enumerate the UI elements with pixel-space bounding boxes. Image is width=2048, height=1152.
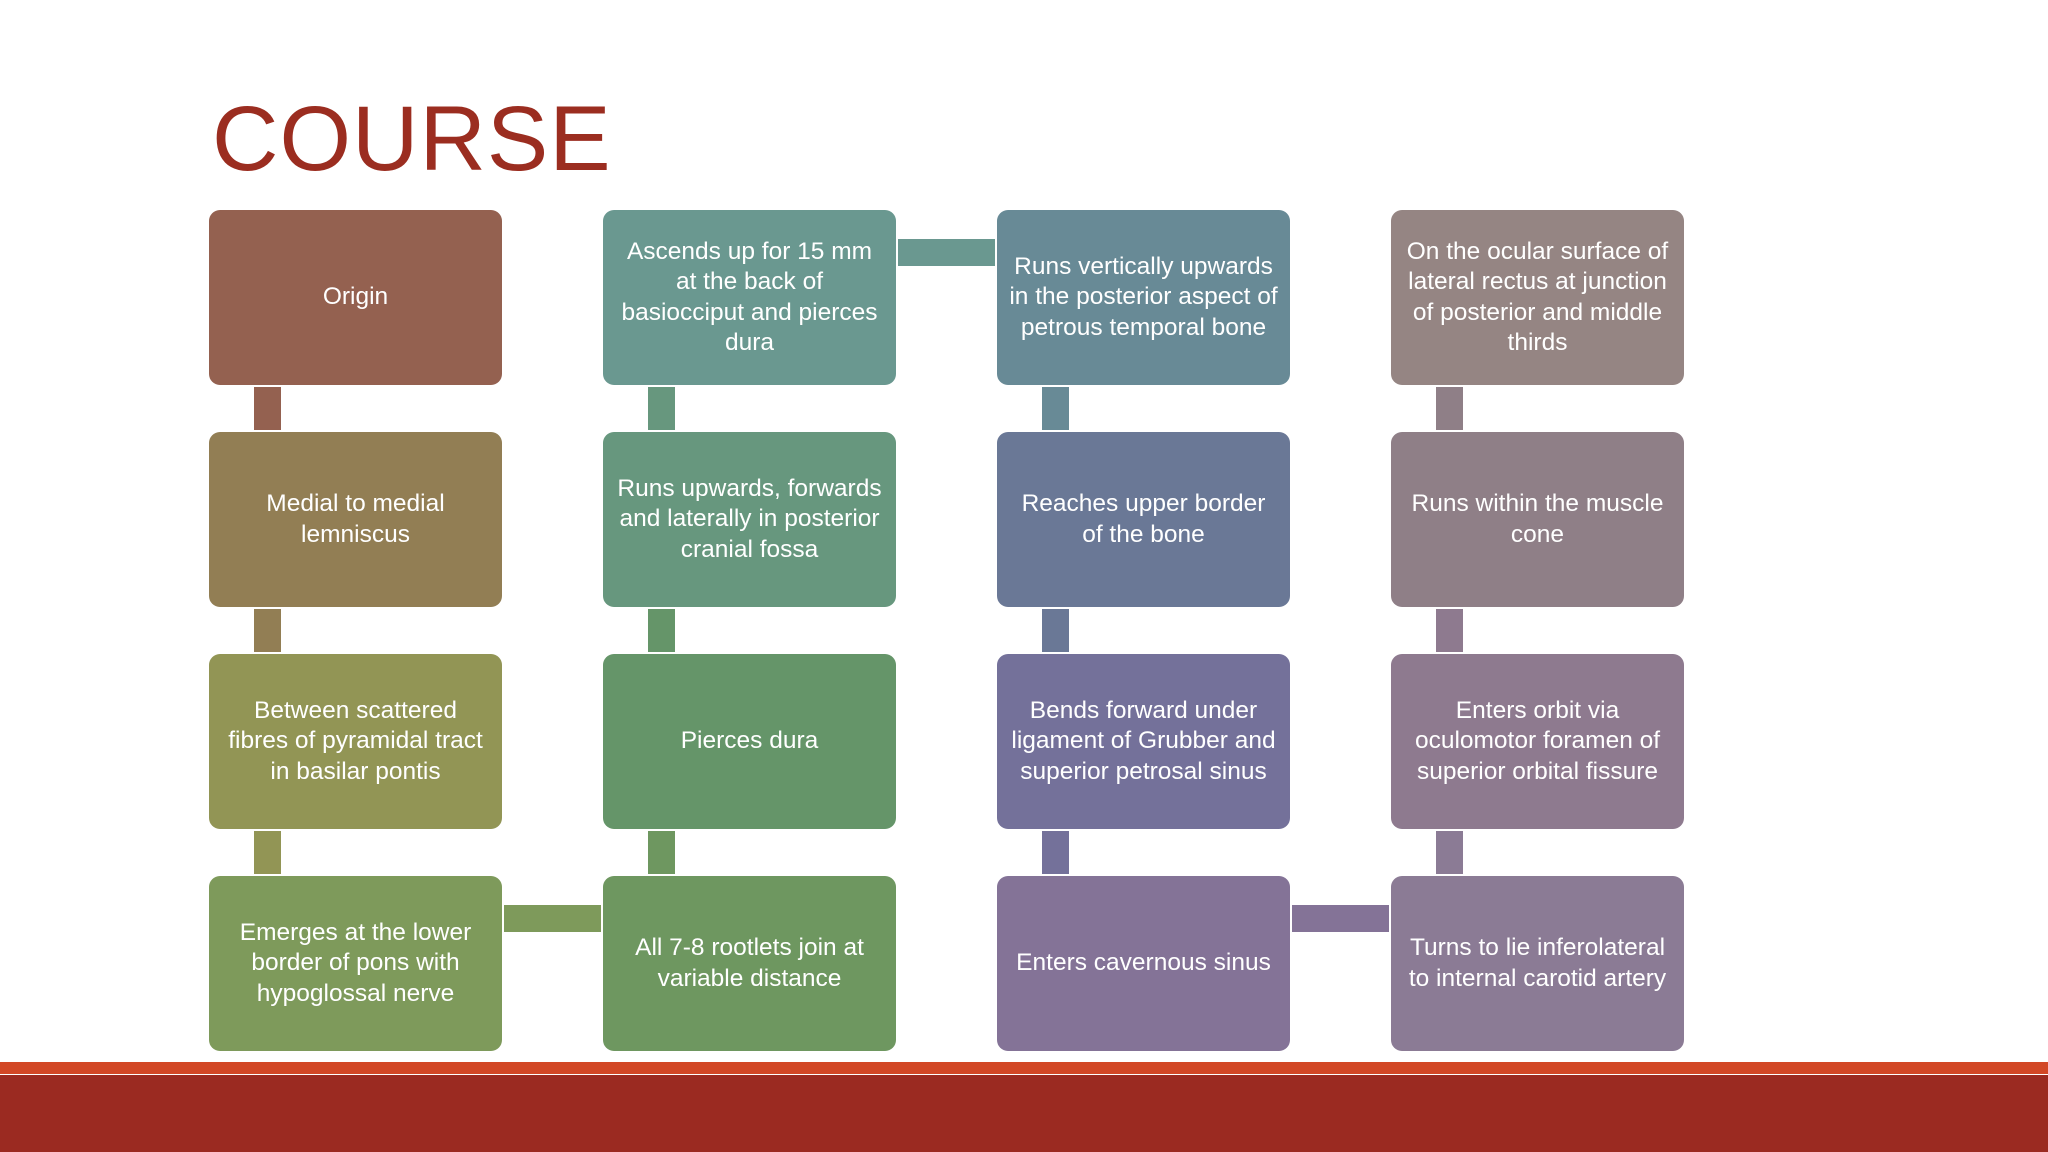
flow-step-box: On the ocular surface of lateral rectus …	[1391, 210, 1684, 385]
flow-connector	[254, 609, 281, 652]
flow-step-label: Runs vertically upwards in the posterior…	[1009, 252, 1278, 341]
flow-step-box: All 7-8 rootlets join at variable distan…	[603, 876, 896, 1051]
flow-connector	[898, 239, 995, 266]
flow-step-box: Runs vertically upwards in the posterior…	[997, 210, 1290, 385]
flow-connector	[648, 831, 675, 874]
flow-step-box: Pierces dura	[603, 654, 896, 829]
flow-step-box: Medial to medial lemniscus	[209, 432, 502, 607]
flow-step-label: On the ocular surface of lateral rectus …	[1406, 237, 1669, 357]
flow-step-label: Pierces dura	[680, 727, 819, 755]
flow-step-label: Enters orbit via oculomotor foramen of s…	[1414, 696, 1661, 785]
flow-connector	[1436, 387, 1463, 430]
flow-connector	[254, 387, 281, 430]
flow-step-box: Turns to lie inferolateral to internal c…	[1391, 876, 1684, 1051]
flow-connector	[1436, 831, 1463, 874]
flow-step-box: Runs upwards, forwards and laterally in …	[603, 432, 896, 607]
flow-step-box: Enters cavernous sinus	[997, 876, 1290, 1051]
flow-connector	[648, 609, 675, 652]
flow-step-label: Between scattered fibres of pyramidal tr…	[228, 696, 483, 785]
footer-bar	[0, 1075, 2048, 1152]
flow-step-box: Origin	[209, 210, 502, 385]
flow-connector	[1436, 609, 1463, 652]
flow-connector	[1042, 831, 1069, 874]
flow-connector	[648, 387, 675, 430]
flow-step-label: Runs upwards, forwards and laterally in …	[617, 474, 882, 563]
flow-step-label: Medial to medial lemniscus	[266, 490, 445, 548]
flow-connector	[1042, 609, 1069, 652]
flow-step-label: Bends forward under ligament of Grubber …	[1011, 696, 1276, 785]
flow-step-box: Enters orbit via oculomotor foramen of s…	[1391, 654, 1684, 829]
flow-step-box: Runs within the muscle cone	[1391, 432, 1684, 607]
flow-step-label: Reaches upper border of the bone	[1021, 490, 1266, 548]
flow-connector	[504, 905, 601, 932]
footer-accent-line	[0, 1062, 2048, 1074]
flow-connector	[254, 831, 281, 874]
flow-step-label: Runs within the muscle cone	[1411, 490, 1664, 548]
slide-title: COURSE	[212, 88, 612, 190]
flow-step-box: Ascends up for 15 mm at the back of basi…	[603, 210, 896, 385]
flow-step-label: Origin	[322, 283, 389, 311]
flow-step-box: Between scattered fibres of pyramidal tr…	[209, 654, 502, 829]
flow-step-label: Emerges at the lower border of pons with…	[239, 918, 472, 1007]
flow-step-box: Emerges at the lower border of pons with…	[209, 876, 502, 1051]
flow-step-box: Bends forward under ligament of Grubber …	[997, 654, 1290, 829]
flow-step-box: Reaches upper border of the bone	[997, 432, 1290, 607]
flow-connector	[1042, 387, 1069, 430]
flow-step-label: All 7-8 rootlets join at variable distan…	[635, 934, 864, 992]
flow-step-label: Turns to lie inferolateral to internal c…	[1408, 934, 1667, 992]
flow-step-label: Enters cavernous sinus	[1016, 949, 1271, 977]
flow-step-label: Ascends up for 15 mm at the back of basi…	[621, 237, 878, 357]
flow-connector	[1292, 905, 1389, 932]
